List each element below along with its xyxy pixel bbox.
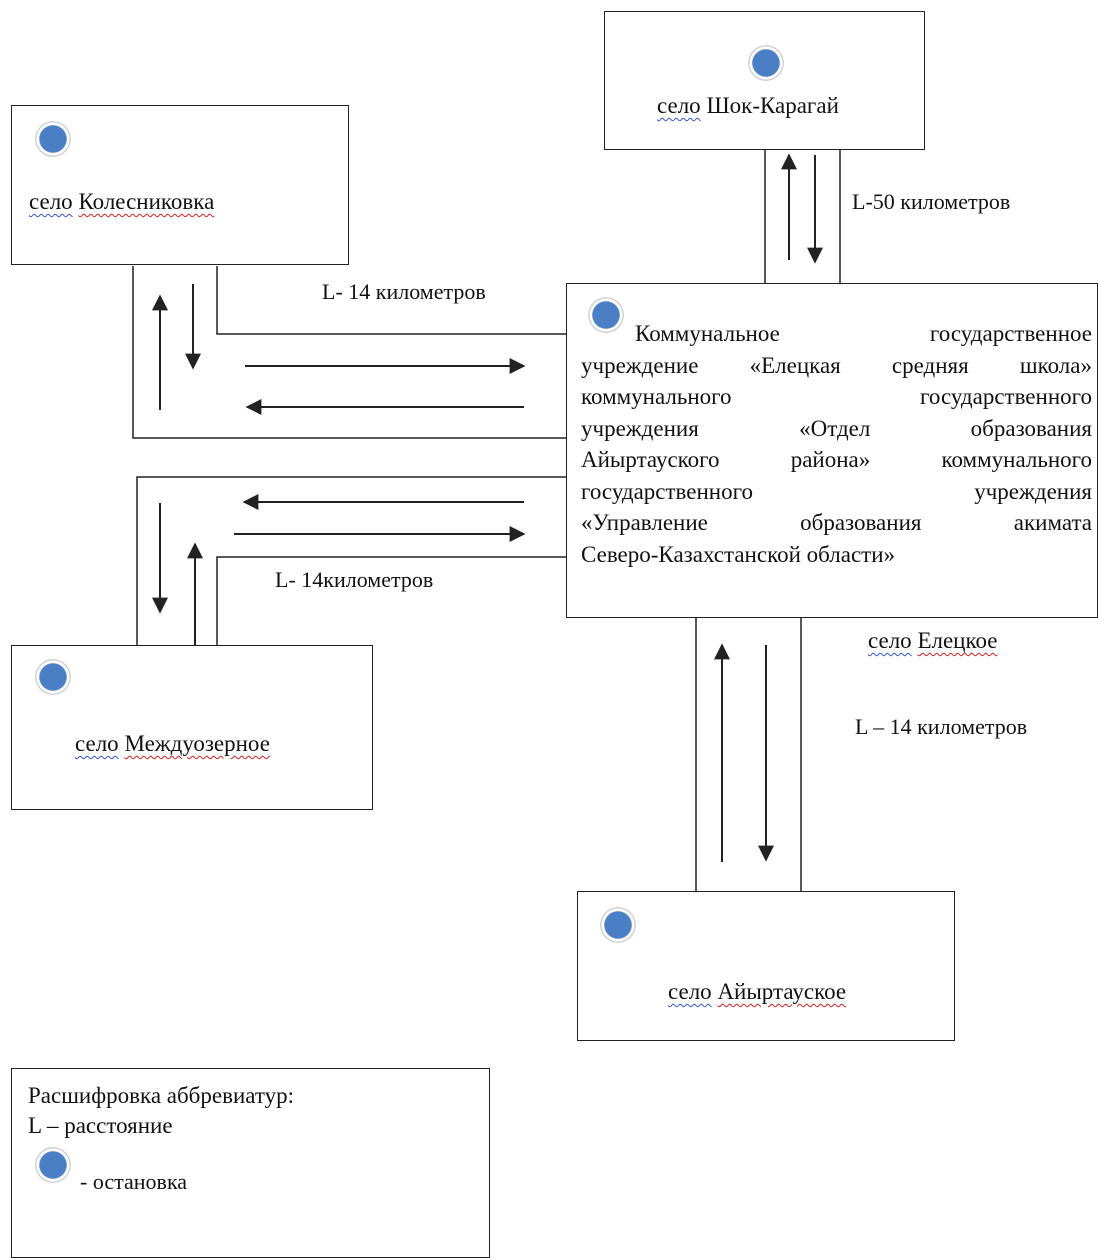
legend-title: Расшифровка аббревиатур: [28,1083,295,1108]
stop-marker-icon [35,659,71,695]
school-line-1: Коммунальное государственное [635,321,1092,346]
stop-marker-icon [600,907,636,943]
school-line-5: Айыртауского района» коммунального [581,447,1092,472]
distance-shok-karagai: L-50 километров [852,189,1011,214]
road-mezhduozernoe-outer [136,476,566,645]
school-line-4: учреждения «Отдел образования [581,415,1092,441]
node-school [566,283,1098,618]
legend-box [11,1068,490,1258]
node-aiyrtauskoe [577,891,955,1041]
node-kolesnikovka-label: село Колесниковка [29,189,215,214]
distance-aiyrtauskoe: L – 14 километров [855,714,1028,739]
road-kolesnikovka-outer [132,266,566,439]
school-line-7: «Управление образования акимата [581,510,1092,535]
node-school-text: Коммунальное государственное учреждение … [581,318,1092,570]
school-line-8: Северо-Казахстанской области» [581,541,896,567]
distance-mezhduozernoe: L- 14километров [275,567,434,592]
school-line-3: коммунального государственного [581,384,1092,409]
road-mezhduozernoe-inner [216,556,566,645]
stop-marker-icon [35,121,71,157]
legend-distance: L – расстояние [28,1113,173,1138]
node-mezhduozernoe-label: село Междуозерное [75,731,270,756]
legend-stop: - остановка [80,1169,188,1194]
stop-marker-icon [35,1147,71,1183]
road-kolesnikovka-inner [216,266,566,335]
school-line-2: учреждение «Елецкая средняя школа» [581,352,1092,378]
node-aiyrtauskoe-label: село Айыртауское [668,979,847,1004]
node-mezhduozernoe [11,645,373,810]
distance-kolesnikovka: L- 14 километров [322,279,486,304]
school-line-6: государственного учреждения [581,478,1092,504]
stop-marker-icon [748,45,784,81]
school-village-label: село Елецкое [868,628,998,653]
node-shok-karagai-label: село Шок-Карагай [657,93,839,118]
stop-marker-icon [588,297,624,333]
